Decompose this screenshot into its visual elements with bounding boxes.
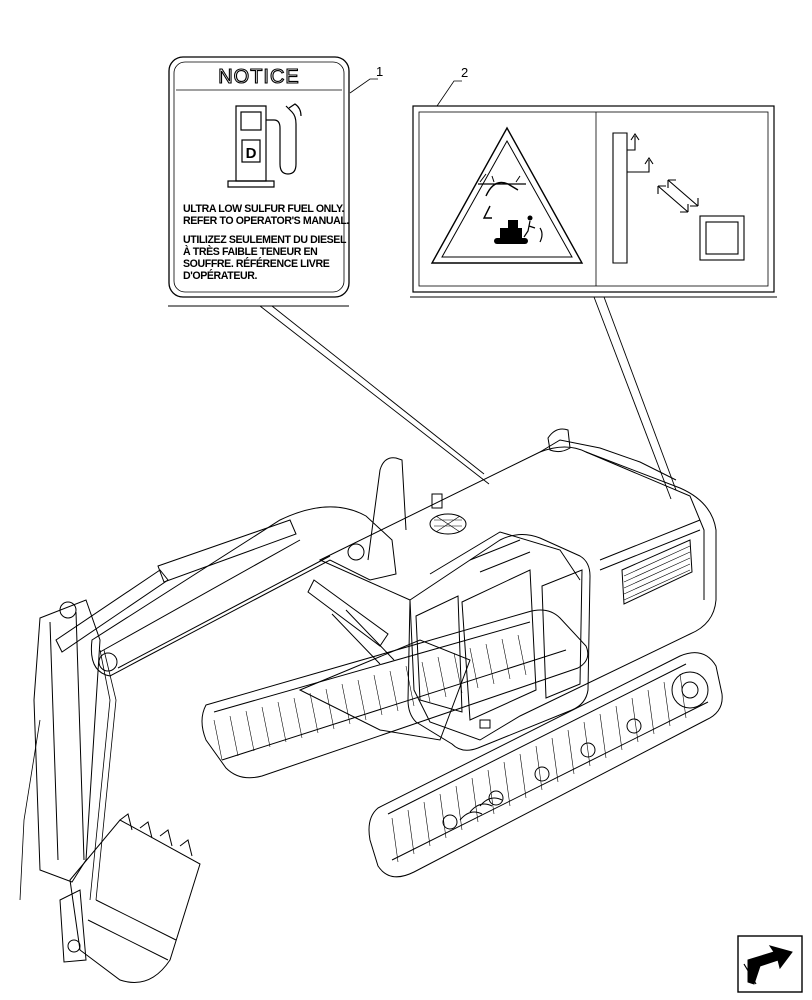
bucket (59, 813, 201, 983)
next-page-arrow-icon[interactable] (737, 935, 803, 993)
arm (19, 569, 169, 901)
rear-track (201, 609, 589, 779)
notice-french-line-4: D'OPÉRATEUR. (183, 269, 257, 282)
decal-1-fuel-notice: NOTICE D ULTRA LOW SULFUR FUEL ONLY. REF… (168, 56, 350, 298)
decal-2-safety-warning (412, 105, 775, 293)
boom (90, 506, 397, 677)
fuel-pump-icon (227, 103, 302, 188)
callout-number-1: 1 (376, 64, 383, 79)
callout-1-leader (349, 78, 378, 94)
pump-letter: D (246, 145, 257, 162)
notice-title: NOTICE (218, 66, 300, 88)
undercarriage-frame (298, 639, 471, 741)
operator-cab (407, 531, 591, 751)
excavator-drawing (19, 428, 723, 983)
notice-french-line-1: UTILIZEZ SEULEMENT DU DIESEL (183, 234, 347, 246)
callout-2-leader (436, 80, 462, 107)
notice-english-line-1: ULTRA LOW SULFUR FUEL ONLY. (183, 203, 345, 215)
notice-english-line-2: REFER TO OPERATOR'S MANUAL. (183, 215, 349, 227)
front-track (368, 652, 723, 878)
notice-french-line-2: À TRÈS FAIBLE TENEUR EN (183, 245, 317, 258)
upper-structure (318, 428, 717, 741)
notice-french-line-3: SOUFFRE. RÉFÉRENCE LIVRE (183, 257, 330, 270)
leader-lines (168, 296, 777, 500)
warning-triangle-icon (430, 126, 584, 264)
callout-number-2: 2 (461, 65, 468, 80)
transport-tiedown-icon (612, 132, 745, 264)
